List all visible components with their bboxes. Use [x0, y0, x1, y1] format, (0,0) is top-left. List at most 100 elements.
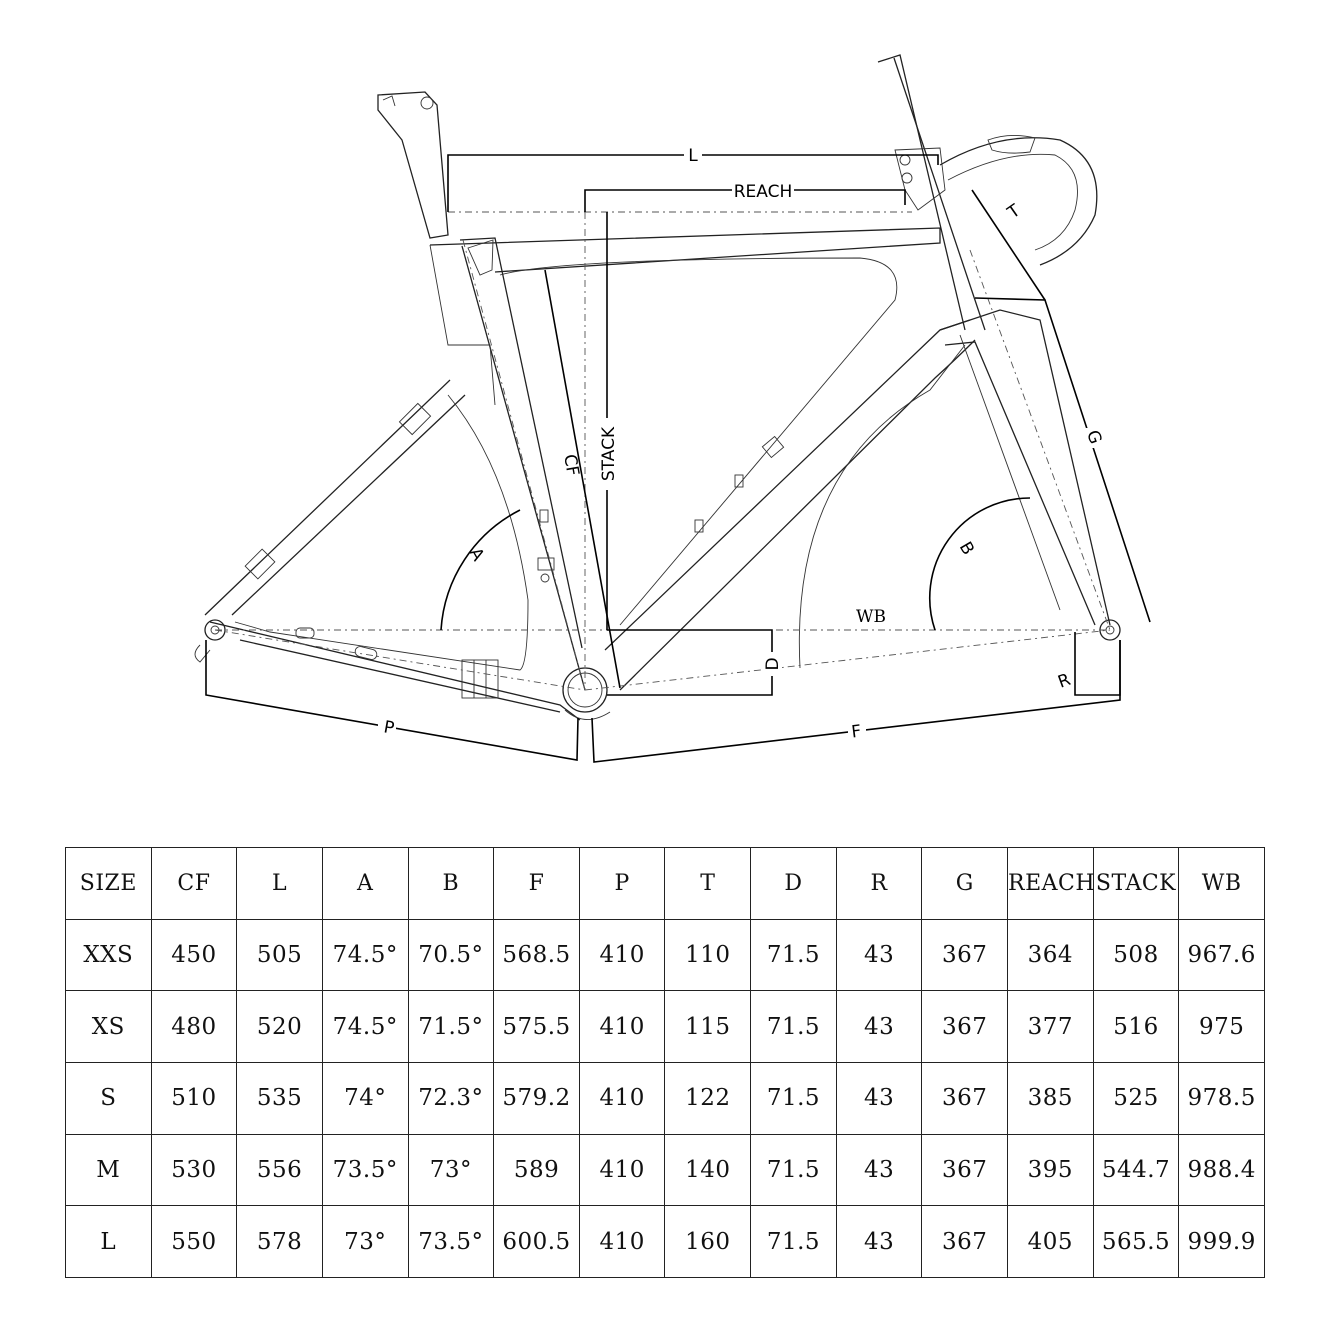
label-P: P	[382, 717, 396, 738]
frame-outline	[194, 54, 1121, 721]
header-cell-l: L	[236, 847, 323, 920]
label-F: F	[850, 722, 862, 743]
table-cell: 410	[578, 1133, 666, 1207]
table-cell: 385	[1007, 1062, 1094, 1135]
table-cell: 73.5°	[321, 1133, 409, 1207]
table-cell: 367	[921, 1133, 1009, 1207]
table-cell: 589	[493, 1133, 580, 1207]
table-cell: 505	[236, 918, 323, 992]
table-cell: 568.5	[493, 918, 580, 992]
header-cell-stack: STACK	[1092, 847, 1180, 920]
table-cell: 71.5°	[407, 990, 495, 1064]
table-cell: 508	[1092, 918, 1180, 992]
table-cell: 410	[578, 1205, 666, 1279]
table-cell: 367	[921, 918, 1009, 992]
table-cell: M	[65, 1133, 152, 1207]
header-cell-cf: CF	[150, 847, 238, 920]
table-cell: 600.5	[493, 1205, 580, 1279]
table-cell: 70.5°	[407, 918, 495, 992]
table-cell: 73°	[321, 1205, 409, 1279]
table-cell: 410	[578, 918, 666, 992]
table-cell: 480	[150, 990, 238, 1064]
table-cell: 579.2	[493, 1062, 580, 1135]
table-cell: 72.3°	[407, 1062, 495, 1135]
table-cell: 367	[921, 1205, 1009, 1279]
header-cell-a: A	[321, 847, 409, 920]
table-cell: S	[65, 1062, 152, 1135]
label-L: L	[688, 146, 698, 166]
header-cell-b: B	[407, 847, 495, 920]
table-cell: 405	[1007, 1205, 1094, 1279]
header-cell-p: P	[578, 847, 666, 920]
header-cell-size: SIZE	[65, 847, 152, 920]
table-cell: 525	[1092, 1062, 1180, 1135]
table-cell: 367	[921, 1062, 1009, 1135]
table-cell: XXS	[65, 918, 152, 992]
table-cell: 450	[150, 918, 238, 992]
table-cell: 43	[835, 1205, 923, 1279]
table-cell: 73°	[407, 1133, 495, 1207]
table-cell: 74.5°	[321, 990, 409, 1064]
header-cell-wb: WB	[1178, 847, 1265, 920]
table-cell: 535	[236, 1062, 323, 1135]
label-REACH: REACH	[734, 182, 793, 202]
table-cell: 550	[150, 1205, 238, 1279]
table-cell: XS	[65, 990, 152, 1064]
table-cell: 516	[1092, 990, 1180, 1064]
table-cell: 565.5	[1092, 1205, 1180, 1279]
table-cell: 115	[664, 990, 752, 1064]
table-cell: 410	[578, 1062, 666, 1135]
label-WB: WB	[856, 607, 886, 627]
table-cell: 410	[578, 990, 666, 1064]
table-cell: 364	[1007, 918, 1094, 992]
table-cell: 43	[835, 918, 923, 992]
table-cell: 967.6	[1178, 918, 1265, 992]
table-cell: 71.5	[750, 990, 837, 1064]
table-cell: 71.5	[750, 918, 837, 992]
table-cell: 73.5°	[407, 1205, 495, 1279]
table-cell: 160	[664, 1205, 752, 1279]
table-cell: 43	[835, 1133, 923, 1207]
table-cell: 988.4	[1178, 1133, 1265, 1207]
table-cell: 71.5	[750, 1205, 837, 1279]
centre-lines	[214, 211, 1111, 691]
table-cell: 377	[1007, 990, 1094, 1064]
label-A: A	[465, 544, 488, 564]
header-cell-reach: REACH	[1007, 847, 1095, 920]
table-cell: 74°	[321, 1062, 409, 1135]
header-cell-f: F	[493, 847, 580, 920]
label-R: R	[1055, 670, 1073, 693]
header-cell-t: T	[664, 847, 752, 920]
table-cell: 367	[921, 990, 1009, 1064]
frame-geometry-diagram: L REACH STACK CF A B T G D R P F WB	[194, 54, 1151, 763]
table-cell: 578	[236, 1205, 323, 1279]
table-cell: 556	[236, 1133, 323, 1207]
table-cell: 510	[150, 1062, 238, 1135]
dimension-lines	[205, 154, 1151, 763]
table-cell: 395	[1007, 1133, 1094, 1207]
table-cell: 110	[664, 918, 752, 992]
table-cell: 122	[664, 1062, 752, 1135]
table-cell: 544.7	[1092, 1133, 1180, 1207]
table-cell: 71.5	[750, 1133, 837, 1207]
table-cell: 975	[1178, 990, 1265, 1064]
header-cell-r: R	[835, 847, 923, 920]
dimension-labels: L REACH STACK CF A B T G D R P F WB	[378, 145, 1105, 743]
label-CF: CF	[559, 453, 582, 478]
table-cell: 140	[664, 1133, 752, 1207]
table-cell: 74.5°	[321, 918, 409, 992]
table-cell: L	[65, 1205, 152, 1279]
label-G: G	[1082, 428, 1105, 447]
table-cell: 71.5	[750, 1062, 837, 1135]
table-cell: 575.5	[493, 990, 580, 1064]
label-STACK: STACK	[599, 426, 619, 481]
header-cell-g: G	[921, 847, 1009, 920]
table-cell: 978.5	[1178, 1062, 1265, 1135]
